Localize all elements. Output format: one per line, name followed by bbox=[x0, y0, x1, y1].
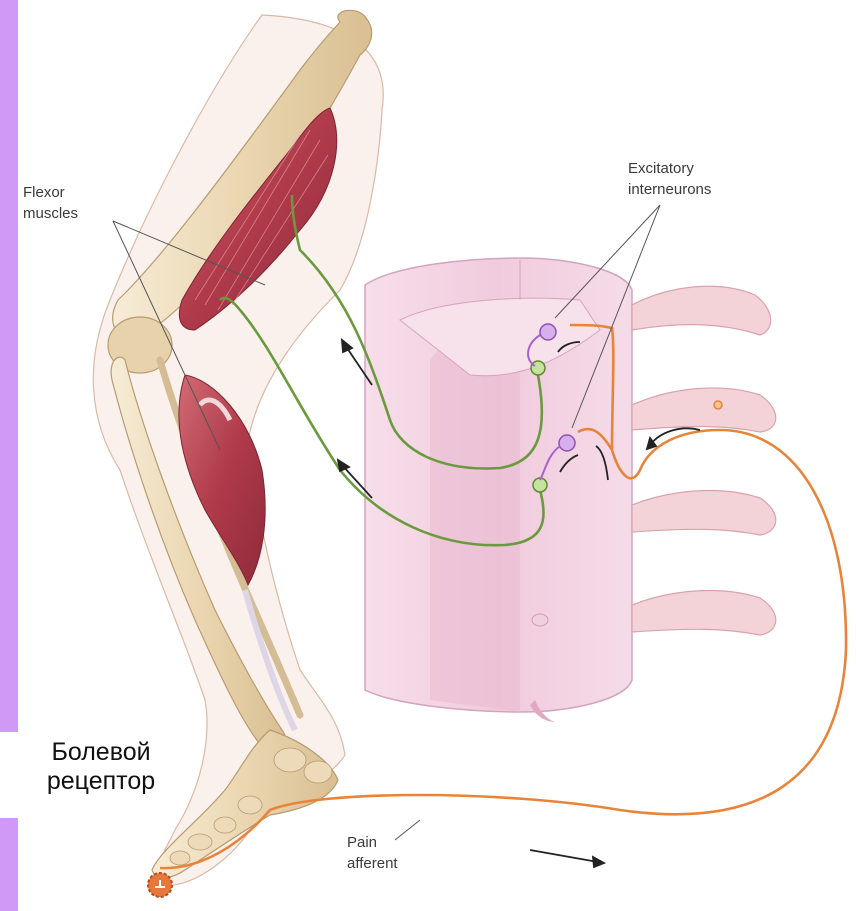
pain-receptor-caption: Болевой рецептор bbox=[2, 738, 200, 796]
pain-label-line2: afferent bbox=[347, 853, 398, 874]
receptor-caption-line2: рецептор bbox=[2, 767, 200, 796]
excitatory-label-line2: interneurons bbox=[628, 179, 711, 200]
pain-label-line1: Pain bbox=[347, 832, 398, 853]
ganglion-cell-body bbox=[714, 401, 722, 409]
nerve-roots bbox=[632, 286, 776, 635]
excitatory-interneurons-label: Excitatory interneurons bbox=[628, 158, 711, 200]
receptor-caption-line1: Болевой bbox=[2, 738, 200, 767]
pain-afferent-label: Pain afferent bbox=[347, 832, 398, 874]
pain-receptor-icon bbox=[148, 873, 172, 897]
excitatory-label-line1: Excitatory bbox=[628, 158, 711, 179]
flexor-label-line1: Flexor bbox=[23, 182, 78, 203]
spinal-cord bbox=[365, 258, 632, 722]
flexor-muscles-label: Flexor muscles bbox=[23, 182, 78, 224]
flexor-label-line2: muscles bbox=[23, 203, 78, 224]
